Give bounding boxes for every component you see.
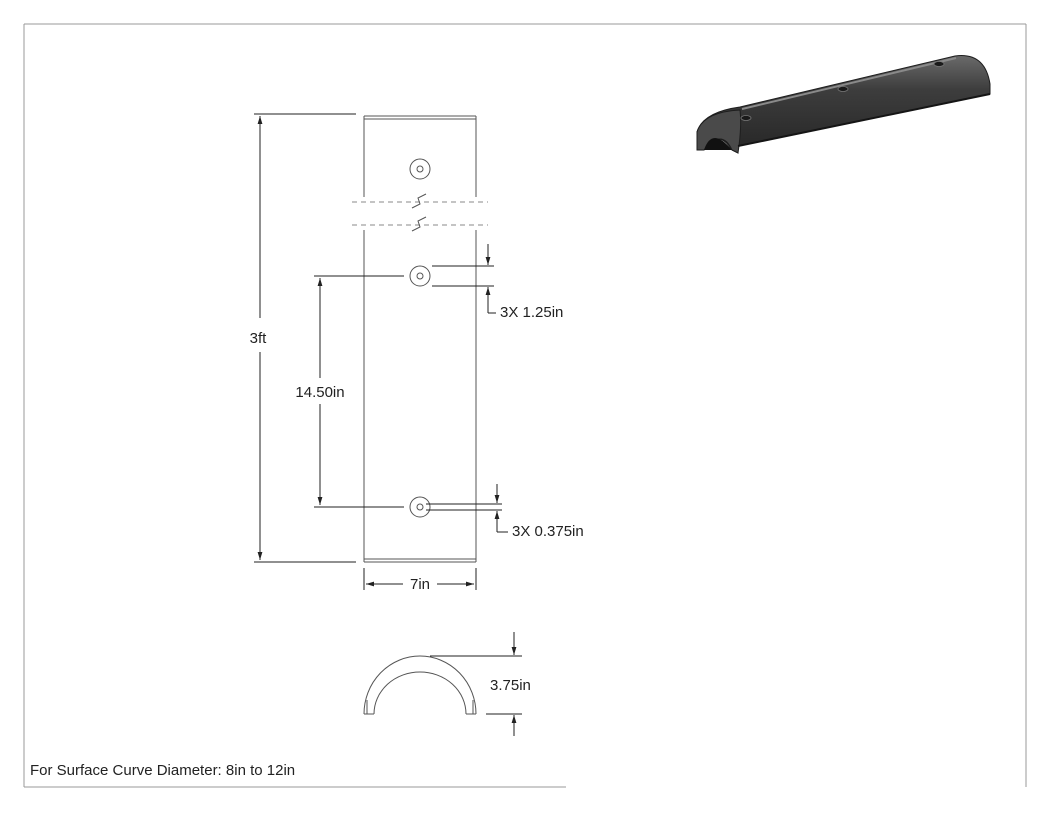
break-lines <box>352 193 488 232</box>
dimension-hole-spacing: 14.50in <box>295 275 404 508</box>
dimension-height: 3.75in <box>430 632 531 736</box>
hole-diameter-label: 3X 0.375in <box>512 523 584 540</box>
hole-spacing-label: 14.50in <box>295 384 344 401</box>
front-view <box>352 115 488 563</box>
sheet-border <box>23 23 1027 788</box>
dimension-counterbore: 3X 1.25in <box>432 244 563 321</box>
isometric-render <box>696 55 991 154</box>
dimension-overall-length: 3ft <box>250 113 356 563</box>
render-hole <box>933 61 945 67</box>
render-hole <box>740 115 752 121</box>
width-label: 7in <box>410 576 430 593</box>
dimension-hole-diameter: 3X 0.375in <box>426 484 584 540</box>
counterbore-label: 3X 1.25in <box>500 304 563 321</box>
mounting-hole <box>409 158 431 180</box>
height-label: 3.75in <box>490 677 531 694</box>
mounting-hole <box>409 496 431 518</box>
surface-curve-note: For Surface Curve Diameter: 8in to 12in <box>30 762 295 779</box>
render-hole <box>837 86 849 92</box>
dimension-width: 7in <box>363 568 477 593</box>
overall-length-label: 3ft <box>250 330 268 347</box>
end-view <box>363 655 477 715</box>
mounting-hole <box>409 265 431 287</box>
